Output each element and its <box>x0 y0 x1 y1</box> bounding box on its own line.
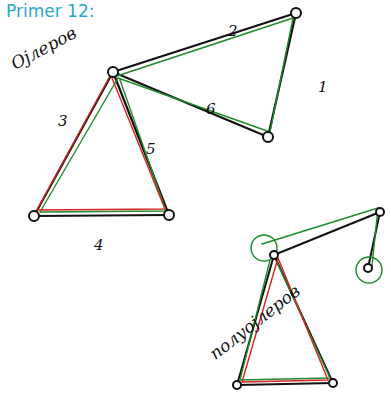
edge-number: 2 <box>228 22 238 40</box>
edge-number: 6 <box>206 100 216 118</box>
edge-number: 4 <box>94 236 104 254</box>
graph-type-label: Ојлеров <box>7 22 79 73</box>
edge-number: 5 <box>146 140 156 158</box>
graph-type-label: полуојлеров <box>205 280 303 363</box>
diagram-title: Primer 12: <box>6 1 94 21</box>
edge-number: 3 <box>58 112 68 130</box>
edge-number: 1 <box>318 78 328 96</box>
